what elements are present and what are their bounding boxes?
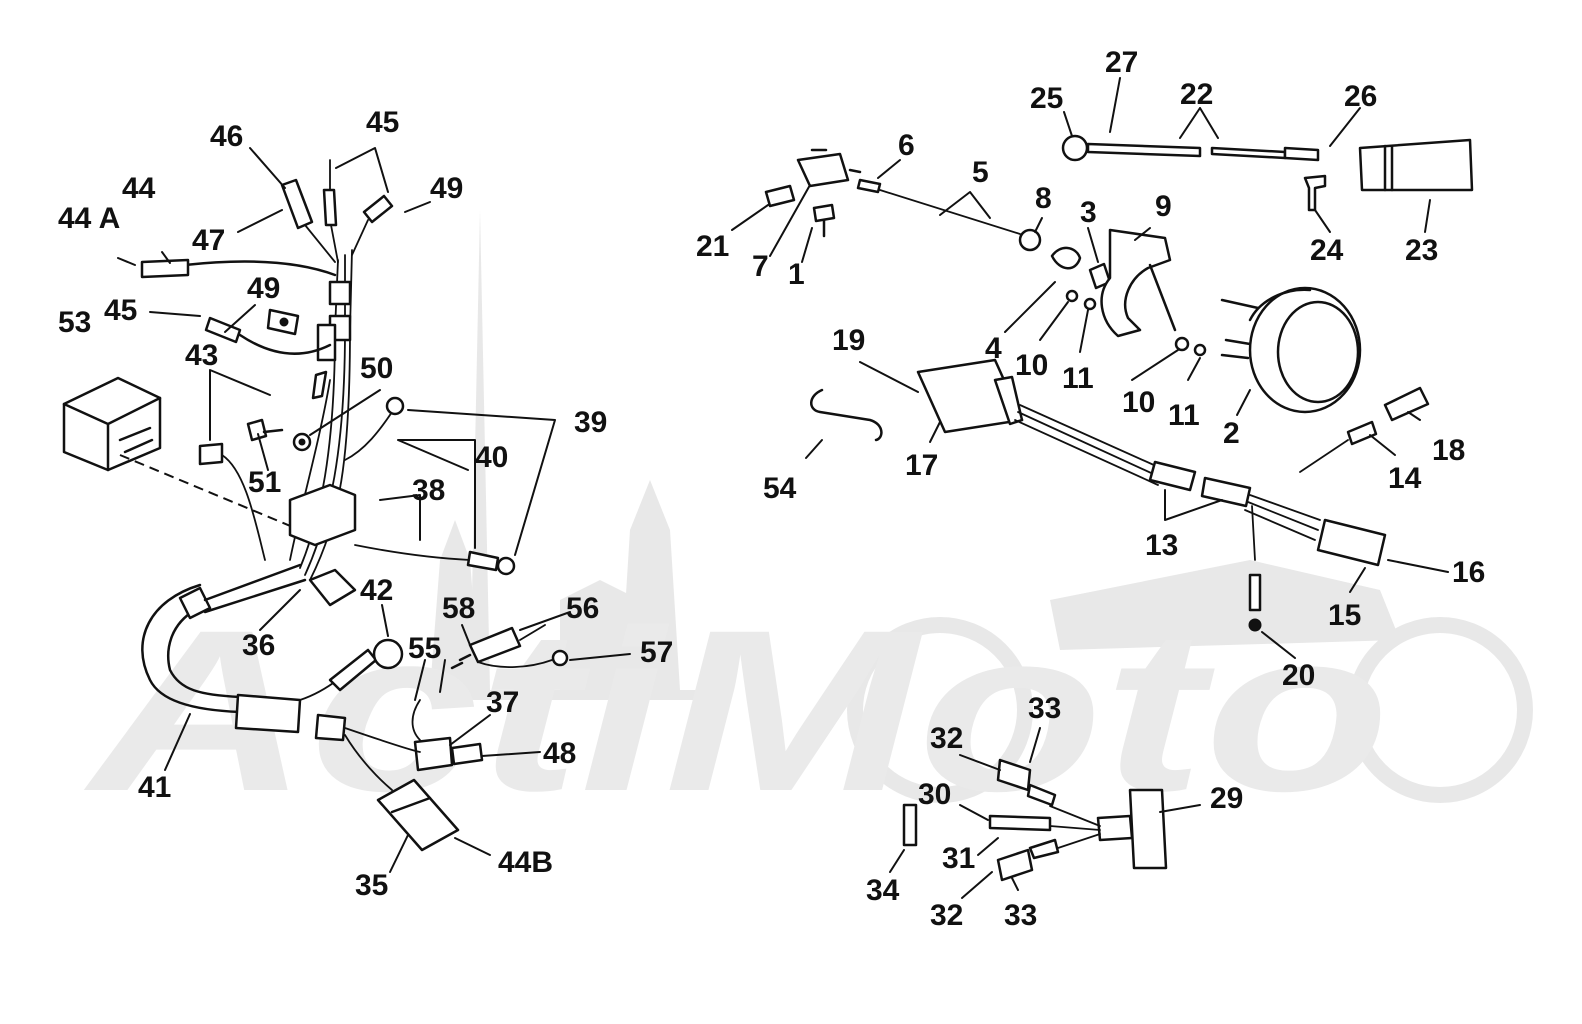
callout-20: 20 [1282,659,1315,692]
callout-13: 13 [1145,529,1178,562]
callout-36: 36 [242,629,275,662]
callout-53: 53 [58,306,91,339]
callout-16: 16 [1452,556,1485,589]
callout-17: 17 [905,449,938,482]
callout-11-b: 11 [1168,399,1200,432]
callout-24: 24 [1310,234,1344,267]
callout-21: 21 [696,230,729,263]
callout-7: 7 [752,250,769,283]
callout-5: 5 [972,156,989,189]
relay-53 [62,376,162,472]
callout-32-a: 32 [930,722,963,755]
callout-27: 27 [1105,46,1138,79]
callout-10-a: 10 [1015,349,1048,382]
callout-22: 22 [1180,78,1213,111]
callout-51: 51 [248,466,281,499]
callout-49-b: 49 [247,272,280,305]
watermark-logo: ActiMoto [83,210,1533,839]
callout-44b: 44B [498,846,553,879]
socket-assembly [902,758,1168,882]
callout-45-b: 45 [104,294,137,327]
callout-45-a: 45 [366,106,399,139]
callout-47: 47 [192,224,225,257]
callout-8: 8 [1035,182,1052,215]
callout-44a: 44 A [58,202,120,235]
callout-57: 57 [640,636,673,669]
callout-2: 2 [1223,417,1240,450]
callout-labels: 1 2 3 4 5 6 7 8 9 10 10 11 11 13 14 15 1… [58,46,1485,932]
callout-42: 42 [360,574,393,607]
callout-44: 44 [122,172,156,205]
callout-14: 14 [1388,462,1422,495]
callout-15: 15 [1328,599,1361,632]
callout-33-a: 33 [1028,692,1061,725]
callout-32-b: 32 [930,899,963,932]
callout-19: 19 [832,324,865,357]
callout-10-b: 10 [1122,386,1155,419]
callout-46: 46 [210,120,243,153]
callout-34: 34 [866,874,900,907]
callout-56: 56 [566,592,599,625]
leader-lines [117,77,1449,899]
callout-49-a: 49 [430,172,463,205]
callout-23: 23 [1405,234,1438,267]
callout-41: 41 [138,771,171,804]
callout-29: 29 [1210,782,1243,815]
callout-33-b: 33 [1004,899,1037,932]
callout-30: 30 [918,778,951,811]
callout-9: 9 [1155,190,1172,223]
gauge-assembly [764,134,1474,632]
callout-3: 3 [1080,196,1097,229]
callout-6: 6 [898,129,915,162]
callout-1: 1 [788,258,805,291]
callout-50: 50 [360,352,393,385]
callout-18: 18 [1432,434,1465,467]
callout-26: 26 [1344,80,1377,113]
callout-39: 39 [574,406,607,439]
callout-55: 55 [408,632,441,665]
callout-40: 40 [475,441,508,474]
watermark-text: ActiMoto [83,582,1390,839]
callout-48: 48 [543,737,576,770]
callout-35: 35 [355,869,388,902]
callout-58: 58 [442,592,475,625]
left-harness-assembly [62,159,569,852]
callout-25: 25 [1030,82,1063,115]
callout-37: 37 [486,686,519,719]
callout-54: 54 [763,472,797,505]
callout-31: 31 [942,842,975,875]
callout-43: 43 [185,339,218,372]
callout-4: 4 [985,332,1002,365]
callout-38: 38 [412,474,445,507]
callout-11-a: 11 [1062,362,1094,395]
